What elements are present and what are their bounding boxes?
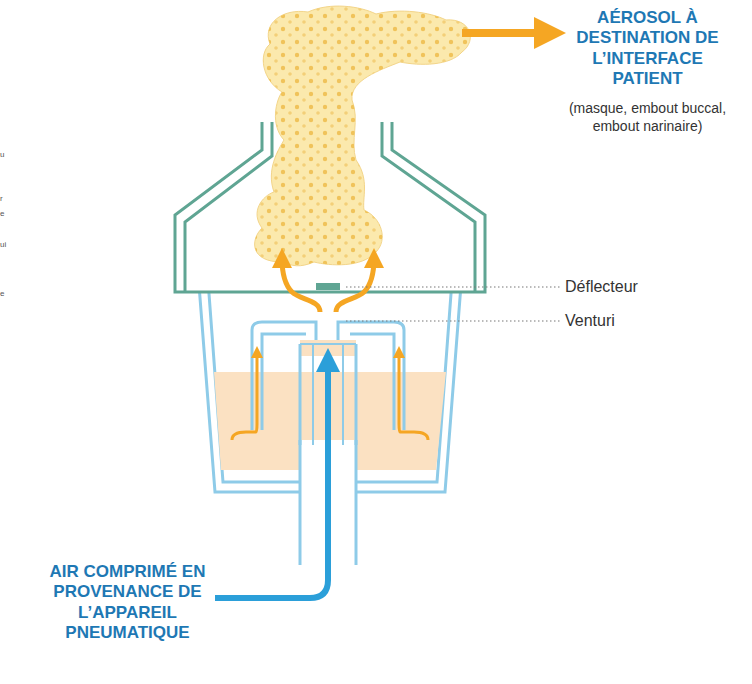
cropped-text: e bbox=[0, 290, 20, 299]
cropped-text: u bbox=[0, 151, 20, 160]
cropped-text: e bbox=[0, 210, 20, 219]
cropped-text: ui bbox=[0, 241, 20, 250]
part-label: Déflecteur bbox=[565, 277, 685, 296]
output-heading: AÉROSOL À DESTINATION DE L’INTERFACE PAT… bbox=[560, 8, 735, 90]
part-label: Venturi bbox=[565, 311, 685, 330]
cropped-text: r bbox=[0, 195, 20, 204]
interface-note: (masque, embout buccal, embout narinaire… bbox=[555, 100, 740, 135]
input-heading: AIR COMPRIMÉ EN PROVENANCE DE L’APPAREIL… bbox=[40, 562, 215, 644]
